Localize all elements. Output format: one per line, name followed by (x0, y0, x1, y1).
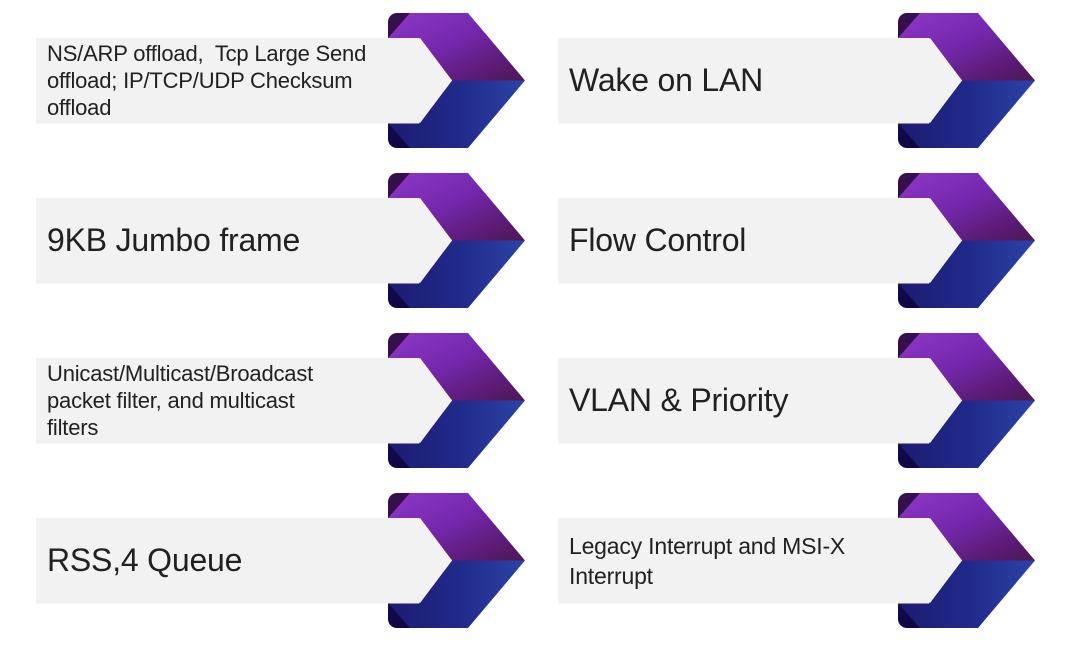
arrow-blue-band (388, 400, 525, 468)
feature-label: Flow Control (569, 222, 747, 259)
arrow-purple-band (898, 333, 1035, 401)
feature-label: RSS,4 Queue (47, 542, 243, 579)
feature-label-bar: 9KB Jumbo frame (36, 198, 452, 284)
arrow-purple-band (388, 173, 525, 241)
arrow-blue-band (388, 240, 525, 308)
feature-label-bar: RSS,4 Queue (36, 518, 452, 604)
arrow-purple-band (388, 333, 525, 401)
feature-label-bar: Wake on LAN (558, 38, 962, 124)
feature-label: NS/ARP offload, Tcp Large Send offload; … (47, 41, 367, 120)
arrow-purple-band (898, 173, 1035, 241)
feature-label-bar: NS/ARP offload, Tcp Large Send offload; … (36, 38, 452, 124)
arrow-blue-band (898, 240, 1035, 308)
feature-item: NS/ARP offload, Tcp Large Send offload; … (36, 13, 525, 148)
arrow-purple-band (898, 493, 1035, 561)
feature-item: RSS,4 Queue (36, 493, 525, 628)
feature-item: Legacy Interrupt and MSI-X Interrupt (558, 493, 1035, 628)
feature-label-bar: VLAN & Priority (558, 358, 962, 444)
arrow-blue-band (898, 80, 1035, 148)
arrow-purple-band (388, 13, 525, 81)
feature-item: 9KB Jumbo frame (36, 173, 525, 308)
feature-label-bar: Unicast/Multicast/Broadcast packet filte… (36, 358, 452, 444)
feature-label: Legacy Interrupt and MSI-X Interrupt (569, 532, 846, 589)
feature-label: Wake on LAN (569, 62, 764, 99)
feature-item: Wake on LAN (558, 13, 1035, 148)
arrow-blue-band (898, 400, 1035, 468)
arrow-purple-band (898, 13, 1035, 81)
arrow-blue-band (388, 80, 525, 148)
feature-item: Unicast/Multicast/Broadcast packet filte… (36, 333, 525, 468)
feature-grid: NS/ARP offload, Tcp Large Send offload; … (36, 13, 1035, 628)
feature-item: Flow Control (558, 173, 1035, 308)
arrow-blue-band (898, 560, 1035, 628)
feature-label-bar: Flow Control (558, 198, 962, 284)
feature-label: 9KB Jumbo frame (47, 222, 301, 259)
arrow-blue-band (388, 560, 525, 628)
arrow-purple-band (388, 493, 525, 561)
feature-label-bar: Legacy Interrupt and MSI-X Interrupt (558, 518, 962, 604)
feature-item: VLAN & Priority (558, 333, 1035, 468)
feature-label: Unicast/Multicast/Broadcast packet filte… (47, 361, 314, 440)
feature-label: VLAN & Priority (569, 382, 789, 419)
